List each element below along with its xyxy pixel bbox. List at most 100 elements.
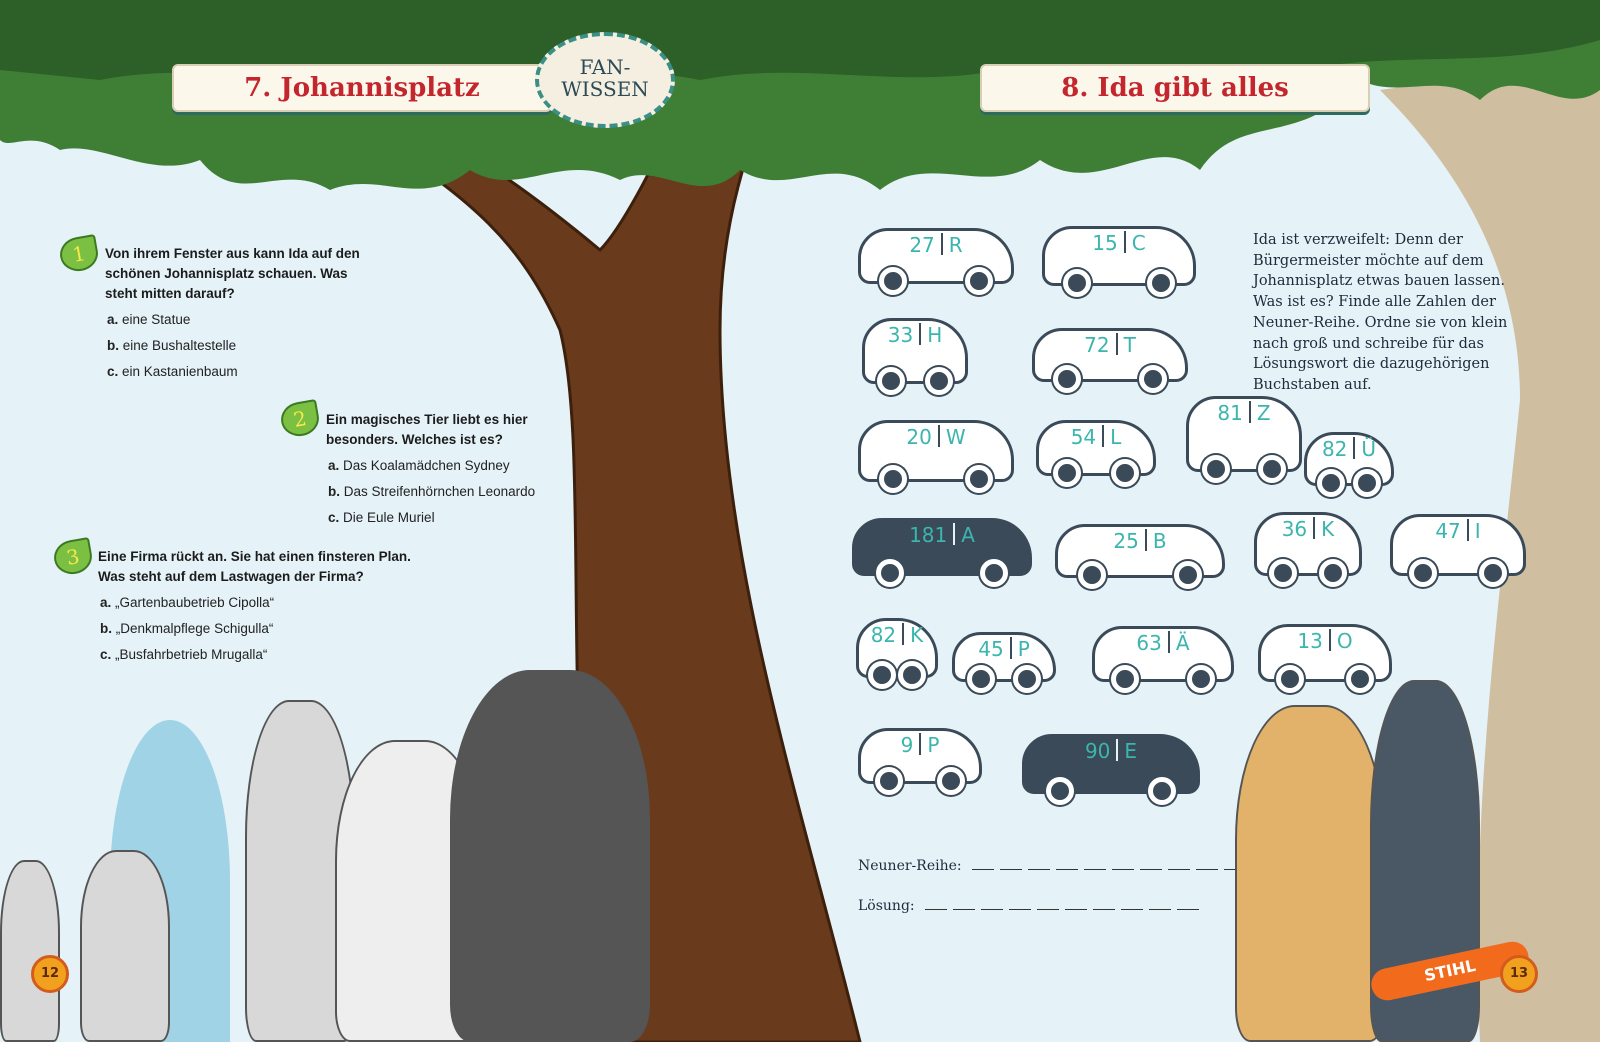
- plate-divider: [1248, 401, 1251, 423]
- wheel-icon: [1276, 665, 1305, 693]
- neuner-reihe-answer-line[interactable]: Neuner-Reihe:: [858, 858, 1247, 874]
- vehicle-letter: P: [1017, 637, 1030, 661]
- answer-blanks[interactable]: [966, 858, 1247, 874]
- answer-option-c[interactable]: c. „Busfahrbetrieb Mrugalla“: [100, 642, 438, 668]
- fan-wissen-badge: FAN- WISSEN: [535, 32, 675, 128]
- answer-blank[interactable]: [1168, 860, 1191, 870]
- wheel-icon: [1062, 269, 1091, 297]
- plate-divider: [1102, 425, 1105, 447]
- plate-divider: [1123, 231, 1126, 253]
- answer-blank[interactable]: [1037, 900, 1060, 910]
- answer-blank[interactable]: [1084, 860, 1107, 870]
- question-3: Eine Firma rückt an. Sie hat einen finst…: [98, 547, 438, 668]
- vehicle-number: 82: [870, 623, 897, 647]
- vehicle-number: 90: [1084, 739, 1111, 763]
- wheel-icon: [1345, 665, 1374, 693]
- wheel-icon: [936, 767, 965, 795]
- wheel-icon: [965, 465, 993, 493]
- vehicle-letter: T: [1123, 333, 1136, 357]
- wheel-icon: [1317, 469, 1346, 497]
- answer-option-b[interactable]: b. eine Bushaltestelle: [107, 333, 365, 359]
- vehicle-25-B: 25 B: [1055, 524, 1225, 589]
- answer-blank[interactable]: [1065, 900, 1088, 910]
- leaf-number-icon: 3: [51, 536, 95, 578]
- answer-blank[interactable]: [1140, 860, 1163, 870]
- badge-line-1: FAN-: [579, 55, 631, 79]
- plate-divider: [953, 523, 956, 545]
- vehicle-number: 25: [1113, 529, 1139, 553]
- question-2: Ein magisches Tier liebt es hier besonde…: [326, 410, 566, 531]
- answer-option-b[interactable]: b. Das Streifenhörnchen Leonardo: [328, 479, 566, 505]
- wheel-icon: [966, 665, 995, 693]
- answer-blank[interactable]: [1056, 860, 1079, 870]
- child-illustration: [0, 860, 60, 1042]
- option-text: Das Streifenhörnchen Leonardo: [343, 484, 536, 499]
- answer-blank[interactable]: [1196, 860, 1219, 870]
- answer-option-a[interactable]: a. Das Koalamädchen Sydney: [328, 453, 566, 479]
- option-text: eine Statue: [122, 312, 191, 327]
- option-key: b.: [107, 338, 119, 353]
- plate-divider: [1353, 437, 1356, 459]
- wheel-icon: [1077, 561, 1106, 589]
- answer-blank[interactable]: [981, 900, 1004, 910]
- question-text: Von ihrem Fenster aus kann Ida auf den s…: [105, 246, 360, 301]
- vehicle-letter: W: [945, 425, 966, 449]
- plate-divider: [1116, 739, 1119, 761]
- vehicle-letter: K: [1321, 517, 1335, 541]
- worker-illustration: [1235, 705, 1385, 1042]
- option-text: ein Kastanienbaum: [122, 364, 238, 379]
- wheel-icon: [965, 267, 993, 295]
- option-text: Das Koalamädchen Sydney: [343, 458, 510, 473]
- vehicle-number: 72: [1084, 333, 1110, 357]
- wheel-icon: [1148, 777, 1177, 805]
- wheel-icon: [925, 367, 953, 395]
- plate-divider: [902, 623, 905, 645]
- answer-blank[interactable]: [1009, 900, 1032, 910]
- vehicle-90-E: 90 E: [1022, 734, 1200, 805]
- answer-option-c[interactable]: c. Die Eule Muriel: [328, 505, 566, 531]
- answer-blanks[interactable]: [919, 898, 1200, 914]
- vehicle-letter: I: [1474, 519, 1481, 543]
- vehicle-number: 15: [1092, 231, 1118, 255]
- wheel-icon: [1269, 559, 1298, 587]
- answer-blank[interactable]: [925, 900, 948, 910]
- plate-divider: [940, 233, 943, 255]
- plate-divider: [1167, 631, 1170, 653]
- answer-blank[interactable]: [1177, 900, 1200, 910]
- wheel-icon: [1052, 459, 1081, 487]
- vehicle-number: 33: [887, 323, 914, 347]
- answer-blank[interactable]: [1000, 860, 1023, 870]
- page-number-left: 12: [31, 955, 69, 993]
- vehicle-number: 27: [909, 233, 935, 257]
- vehicle-number: 13: [1297, 629, 1323, 653]
- vehicle-number: 45: [978, 637, 1004, 661]
- answer-blank[interactable]: [1112, 860, 1135, 870]
- wheel-icon: [868, 661, 897, 689]
- vehicle-letter: E: [1124, 739, 1138, 763]
- wheel-icon: [879, 465, 907, 493]
- vehicle-number: 47: [1435, 519, 1461, 543]
- vehicle-number: 20: [906, 425, 932, 449]
- answer-option-a[interactable]: a. „Gartenbaubetrieb Cipolla“: [100, 590, 438, 616]
- question-text: Eine Firma rückt an. Sie hat einen finst…: [98, 549, 411, 584]
- answer-blank[interactable]: [953, 900, 976, 910]
- option-text: „Busfahrbetrieb Mrugalla“: [115, 647, 268, 662]
- vehicle-letter: B: [1152, 529, 1167, 553]
- answer-option-c[interactable]: c. ein Kastanienbaum: [107, 359, 365, 385]
- answer-blank[interactable]: [1093, 900, 1116, 910]
- vehicle-number: 82: [1321, 437, 1348, 461]
- answer-blank[interactable]: [1149, 900, 1172, 910]
- answer-blank[interactable]: [972, 860, 995, 870]
- loesung-answer-line[interactable]: Lösung:: [858, 898, 1200, 914]
- answer-blank[interactable]: [1028, 860, 1051, 870]
- answer-option-b[interactable]: b. „Denkmalpflege Schigulla“: [100, 616, 438, 642]
- vehicle-letter: L: [1110, 425, 1122, 449]
- answer-option-a[interactable]: a. eine Statue: [107, 307, 365, 333]
- answer-blank[interactable]: [1121, 900, 1144, 910]
- wheel-icon: [1053, 365, 1081, 393]
